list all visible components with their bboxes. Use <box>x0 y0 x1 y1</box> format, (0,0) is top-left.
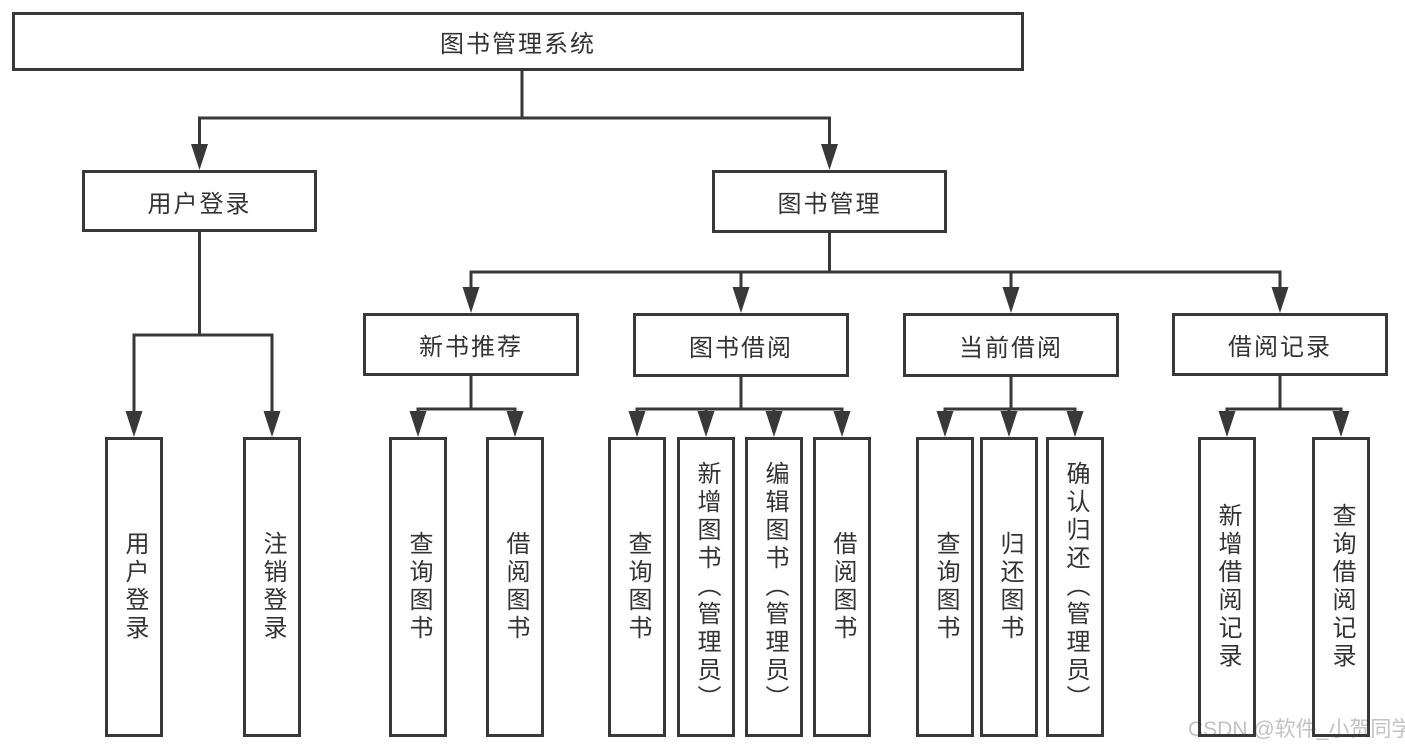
node-col-query-book-3: 查询图书 <box>916 437 974 737</box>
node-label: 查询图书 <box>624 531 651 643</box>
node-col-add-book: 新增图书（管理员） <box>677 437 735 737</box>
node-col-query-borrow-record: 查询借阅记录 <box>1312 437 1370 737</box>
node-col-query-book-1: 查询图书 <box>389 437 447 737</box>
node-label: 注销登录 <box>259 531 286 643</box>
node-col-borrow-book-2: 借阅图书 <box>813 437 871 737</box>
node-user-login: 用户登录 <box>82 170 317 232</box>
node-label: 新增图书（管理员） <box>693 461 720 713</box>
node-col-logout: 注销登录 <box>243 437 301 737</box>
node-label: 归还图书 <box>996 531 1023 643</box>
node-current-borrow: 当前借阅 <box>903 313 1119 377</box>
node-col-add-borrow-record: 新增借阅记录 <box>1198 437 1256 737</box>
node-label: 查询借阅记录 <box>1328 503 1355 671</box>
node-root: 图书管理系统 <box>12 12 1024 71</box>
node-label: 图书管理系统 <box>440 31 596 58</box>
node-label: 借阅图书 <box>502 531 529 643</box>
watermark: CSDN @软件_小贺同学 <box>1188 718 1405 741</box>
node-col-query-book-2: 查询图书 <box>608 437 666 737</box>
node-label: 用户登录 <box>121 531 148 643</box>
node-book-mgmt: 图书管理 <box>712 170 947 233</box>
node-book-borrow: 图书借阅 <box>633 313 849 377</box>
node-col-borrow-book-1: 借阅图书 <box>486 437 544 737</box>
node-label: 查询图书 <box>405 531 432 643</box>
node-label: 图书管理 <box>777 191 882 218</box>
node-col-confirm-return: 确认归还（管理员） <box>1046 437 1104 737</box>
node-col-user-login: 用户登录 <box>105 437 163 737</box>
node-label: 新增借阅记录 <box>1214 503 1241 671</box>
node-label: 编辑图书（管理员） <box>761 461 788 713</box>
node-borrow-records: 借阅记录 <box>1172 313 1388 376</box>
node-label: 图书借阅 <box>689 334 793 362</box>
node-label: 查询图书 <box>932 531 959 643</box>
node-col-edit-book: 编辑图书（管理员） <box>745 437 803 737</box>
node-label: 当前借阅 <box>959 334 1063 362</box>
node-label: 用户登录 <box>147 190 252 218</box>
node-new-book-rec: 新书推荐 <box>363 313 579 376</box>
node-label: 借阅图书 <box>829 531 856 643</box>
node-col-return-book: 归还图书 <box>980 437 1038 737</box>
node-label: 新书推荐 <box>419 334 523 361</box>
node-label: 借阅记录 <box>1228 334 1332 361</box>
node-label: 确认归还（管理员） <box>1062 461 1089 713</box>
